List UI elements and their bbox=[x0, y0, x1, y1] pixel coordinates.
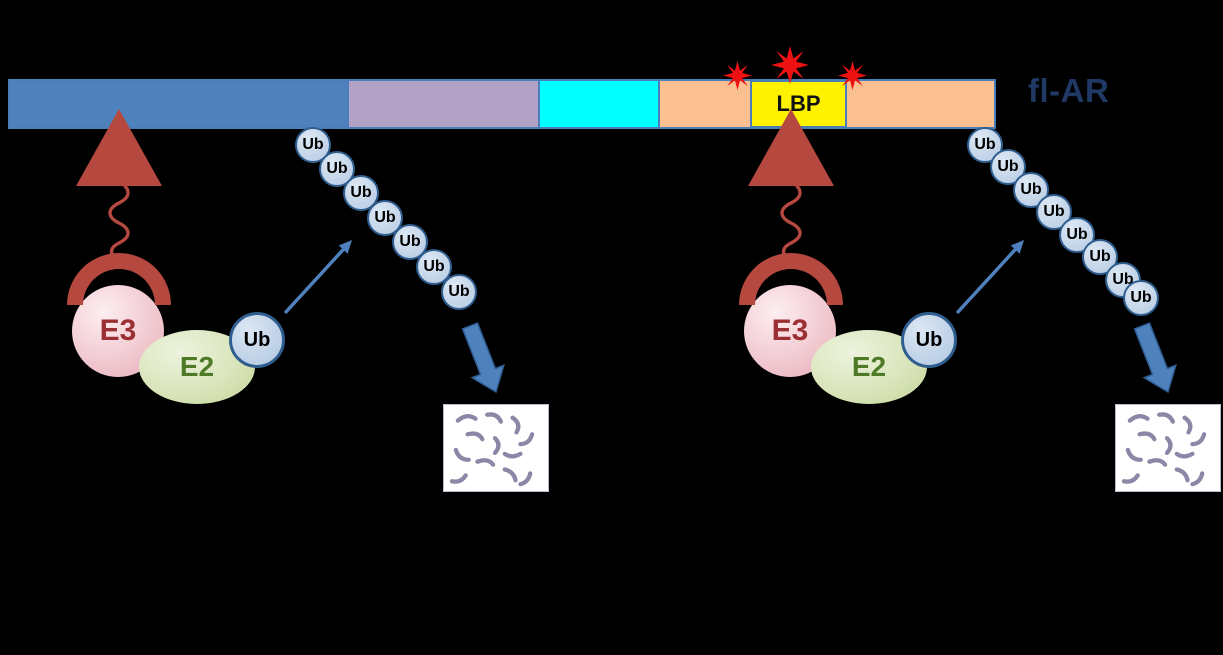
degradation-box-left bbox=[443, 404, 549, 492]
ub-label: Ub bbox=[243, 328, 271, 351]
ub-circle: Ub bbox=[319, 151, 355, 187]
peptide-fragments bbox=[1121, 412, 1207, 487]
lbp-label: LBP bbox=[776, 91, 821, 116]
e2-label: E2 bbox=[851, 351, 887, 382]
peptide-fragments bbox=[449, 412, 535, 487]
ub-circle: Ub bbox=[1059, 217, 1095, 253]
flar-label: fl-AR bbox=[1028, 72, 1110, 109]
lbp-domain-box: LBP bbox=[750, 80, 847, 128]
transfer-arrow-right bbox=[955, 240, 1024, 315]
degradation-box-right bbox=[1115, 404, 1221, 492]
ub-circle: Ub bbox=[1105, 262, 1141, 298]
e3-arc-right bbox=[739, 253, 843, 305]
ub-circle: Ub bbox=[441, 274, 477, 310]
starburst-icon bbox=[723, 61, 752, 90]
ub-seed-left: Ub bbox=[229, 312, 285, 368]
ub-circle: Ub bbox=[416, 249, 452, 285]
ub-circle: Ub bbox=[1036, 194, 1072, 230]
squiggle-left bbox=[108, 179, 130, 263]
ub-circle: Ub bbox=[990, 149, 1026, 185]
ub-circle: Ub bbox=[1013, 172, 1049, 208]
ub-circle: Ub bbox=[967, 127, 1003, 163]
starburst-icon bbox=[771, 46, 809, 84]
ub-circle: Ub bbox=[343, 175, 379, 211]
starburst-icon bbox=[838, 61, 867, 90]
e2-label: E2 bbox=[179, 351, 215, 382]
ub-circle: Ub bbox=[367, 200, 403, 236]
ub-seed-right: Ub bbox=[901, 312, 957, 368]
ub-circle: Ub bbox=[295, 127, 331, 163]
e3-label: E3 bbox=[771, 314, 809, 347]
ub-label: Ub bbox=[915, 328, 943, 351]
domain-segment-cyan bbox=[538, 81, 658, 127]
ub-circle: Ub bbox=[1082, 239, 1118, 275]
transfer-arrow-left bbox=[283, 240, 352, 315]
ar-domain-bar bbox=[8, 79, 996, 129]
domain-segment-purple bbox=[347, 81, 538, 127]
e3-arc-left bbox=[67, 253, 171, 305]
degradation-arrow-left bbox=[461, 322, 505, 394]
e3-label: E3 bbox=[99, 314, 137, 347]
squiggle-right bbox=[780, 179, 802, 263]
degradation-arrow-right bbox=[1133, 322, 1177, 394]
ub-circle: Ub bbox=[1123, 280, 1159, 316]
ub-circle: Ub bbox=[392, 224, 428, 260]
domain-segment-blue bbox=[10, 81, 347, 127]
